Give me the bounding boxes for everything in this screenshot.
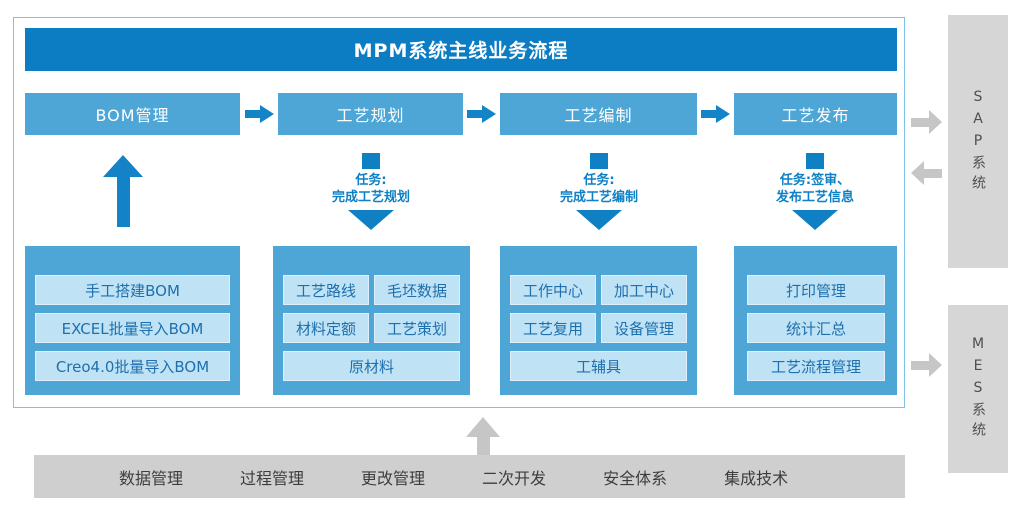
arrow-stub-icon <box>806 153 824 169</box>
group-bom-management: 手工搭建BOM EXCEL批量导入BOM Creo4.0批量导入BOM <box>25 246 240 395</box>
sub-box-process-strategy: 工艺策划 <box>374 313 460 343</box>
platform-item-data-management: 数据管理 <box>119 468 184 488</box>
arrow-to-sap-icon <box>911 110 942 134</box>
sub-box-tooling: 工辅具 <box>510 351 687 381</box>
platform-item-process-management: 过程管理 <box>240 468 305 488</box>
task-line2: 完成工艺规划 <box>331 190 410 205</box>
flow-box-bom-management: BOM管理 <box>25 93 240 135</box>
task-line1: 任务: <box>355 173 387 188</box>
platform-bar: 数据管理 过程管理 更改管理 二次开发 安全体系 集成技术 <box>34 455 905 498</box>
sub-box-process-reuse: 工艺复用 <box>510 313 596 343</box>
task-indicator-compilation: 任务: 完成工艺编制 <box>514 153 684 230</box>
task-indicator-planning: 任务: 完成工艺规划 <box>286 153 456 230</box>
flow-box-process-release: 工艺发布 <box>734 93 897 135</box>
platform-item-secondary-development: 二次开发 <box>482 468 547 488</box>
platform-up-arrow-icon <box>466 417 500 455</box>
sub-box-work-center: 工作中心 <box>510 275 596 305</box>
sub-box-process-route: 工艺路线 <box>283 275 369 305</box>
group-process-release: 打印管理 统计汇总 工艺流程管理 <box>734 246 897 395</box>
group-process-planning: 工艺路线 毛坯数据 材料定额 工艺策划 原材料 <box>273 246 470 395</box>
mes-system-label: MES系统 <box>970 336 986 442</box>
sub-box-print-management: 打印管理 <box>747 275 885 305</box>
diagram-title: MPM系统主线业务流程 <box>25 28 897 71</box>
task-line1: 任务: <box>583 173 615 188</box>
sap-system-box: SAP系统 <box>948 15 1008 268</box>
arrow-from-sap-icon <box>911 161 942 185</box>
sub-box-raw-material: 原材料 <box>283 351 460 381</box>
flow-arrow-right-icon <box>467 105 496 123</box>
group-process-compilation: 工作中心 加工中心 工艺复用 设备管理 工辅具 <box>500 246 697 395</box>
sub-box-equipment-management: 设备管理 <box>601 313 687 343</box>
arrow-down-icon <box>792 210 838 230</box>
sap-system-label: SAP系统 <box>970 88 986 195</box>
platform-item-integration-technology: 集成技术 <box>724 468 789 488</box>
arrow-down-icon <box>576 210 622 230</box>
bom-up-arrow-icon <box>103 155 143 227</box>
task-line2: 完成工艺编制 <box>559 190 638 205</box>
sub-box-machining-center: 加工中心 <box>601 275 687 305</box>
arrow-to-mes-icon <box>911 353 942 377</box>
sub-box-blank-data: 毛坯数据 <box>374 275 460 305</box>
platform-item-security-system: 安全体系 <box>603 468 668 488</box>
platform-item-change-management: 更改管理 <box>361 468 426 488</box>
flow-box-process-compilation: 工艺编制 <box>500 93 697 135</box>
mes-system-box: MES系统 <box>948 305 1008 473</box>
flow-arrow-right-icon <box>245 105 274 123</box>
sub-box-process-workflow-management: 工艺流程管理 <box>747 351 885 381</box>
arrow-stub-icon <box>362 153 380 169</box>
sub-box-excel-import-bom: EXCEL批量导入BOM <box>35 313 230 343</box>
flow-box-process-planning: 工艺规划 <box>278 93 463 135</box>
flow-arrow-right-icon <box>701 105 730 123</box>
task-line1: 任务:签审、 <box>779 173 851 188</box>
arrow-stub-icon <box>590 153 608 169</box>
task-line2: 发布工艺信息 <box>775 190 854 205</box>
arrow-down-icon <box>348 210 394 230</box>
sub-box-manual-bom: 手工搭建BOM <box>35 275 230 305</box>
task-indicator-release: 任务:签审、 发布工艺信息 <box>730 153 900 230</box>
sub-box-statistics-summary: 统计汇总 <box>747 313 885 343</box>
sub-box-creo-import-bom: Creo4.0批量导入BOM <box>35 351 230 381</box>
sub-box-material-quota: 材料定额 <box>283 313 369 343</box>
diagram-frame <box>13 17 905 408</box>
